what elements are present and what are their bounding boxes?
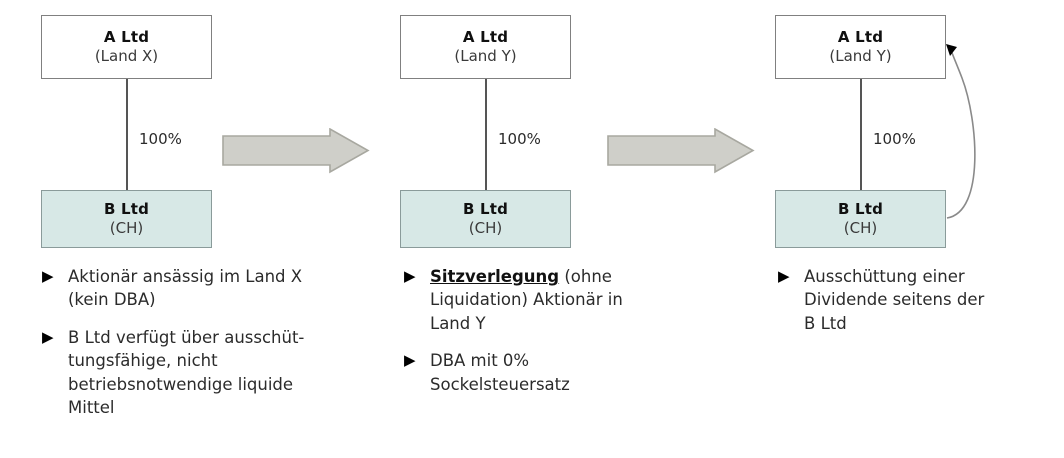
triangle-bullet-icon: ▶ (778, 267, 790, 285)
list-item: ▶ DBA mit 0% Sockelsteuersatz (404, 349, 744, 396)
entity-box-b-ltd-stage-1: B Ltd (CH) (41, 190, 212, 248)
entity-name: A Ltd (837, 27, 884, 46)
bullet-text: B Ltd verfügt über ausschüt- tungsfähige… (68, 327, 305, 418)
list-item: ▶ Sitzverlegung (ohne Liquidation) Aktio… (404, 265, 744, 335)
bullet-text: Ausschüttung einer Dividende seitens der… (804, 267, 985, 333)
entity-box-b-ltd-stage-2: B Ltd (CH) (400, 190, 571, 248)
list-item: ▶ Ausschüttung einer Dividende seitens d… (778, 265, 1048, 335)
entity-jurisdiction: (Land Y) (829, 46, 892, 65)
ownership-line-stage-1 (126, 79, 128, 190)
entity-box-a-ltd-stage-2: A Ltd (Land Y) (400, 15, 571, 79)
entity-jurisdiction: (CH) (843, 218, 878, 237)
triangle-bullet-icon: ▶ (42, 327, 54, 346)
entity-name: A Ltd (462, 27, 509, 46)
entity-jurisdiction: (Land Y) (454, 46, 517, 65)
ownership-line-stage-2 (485, 79, 487, 190)
ownership-line-stage-3 (860, 79, 862, 190)
bullet-text: Aktionär ansässig im Land X (kein DBA) (68, 267, 303, 310)
transition-arrow-stage-1-to-2 (222, 127, 370, 178)
bullet-list-stage-3: ▶ Ausschüttung einer Dividende seitens d… (778, 265, 1048, 349)
entity-name: B Ltd (103, 199, 150, 218)
bullet-list-stage-1: ▶ Aktionär ansässig im Land X (kein DBA)… (42, 265, 392, 434)
list-item: ▶ B Ltd verfügt über ausschüt- tungsfähi… (42, 326, 392, 420)
arrowhead-icon (946, 44, 957, 56)
entity-box-a-ltd-stage-1: A Ltd (Land X) (41, 15, 212, 79)
entity-box-b-ltd-stage-3: B Ltd (CH) (775, 190, 946, 248)
entity-jurisdiction: (Land X) (94, 46, 159, 65)
entity-box-a-ltd-stage-3: A Ltd (Land Y) (775, 15, 946, 79)
ownership-label-stage-1: 100% (139, 130, 182, 148)
entity-name: A Ltd (103, 27, 150, 46)
entity-jurisdiction: (CH) (468, 218, 503, 237)
ownership-label-stage-3: 100% (873, 130, 916, 148)
triangle-bullet-icon: ▶ (42, 267, 54, 285)
triangle-bullet-icon: ▶ (404, 351, 416, 370)
bullet-emphasis: Sitzverlegung (430, 267, 560, 286)
bullet-text-rest: (ohne Liquidation) Aktionär in Land Y (430, 267, 623, 333)
entity-name: B Ltd (837, 199, 884, 218)
bullet-text: DBA mit 0% Sockelsteuersatz (430, 351, 570, 394)
transition-arrow-stage-2-to-3 (607, 127, 755, 178)
bullet-list-stage-2: ▶ Sitzverlegung (ohne Liquidation) Aktio… (404, 265, 744, 410)
entity-jurisdiction: (CH) (109, 218, 144, 237)
entity-name: B Ltd (462, 199, 509, 218)
triangle-bullet-icon: ▶ (404, 267, 416, 285)
ownership-label-stage-2: 100% (498, 130, 541, 148)
list-item: ▶ Aktionär ansässig im Land X (kein DBA) (42, 265, 392, 312)
bullet-text: Sitzverlegung (ohne Liquidation) Aktionä… (430, 265, 744, 335)
